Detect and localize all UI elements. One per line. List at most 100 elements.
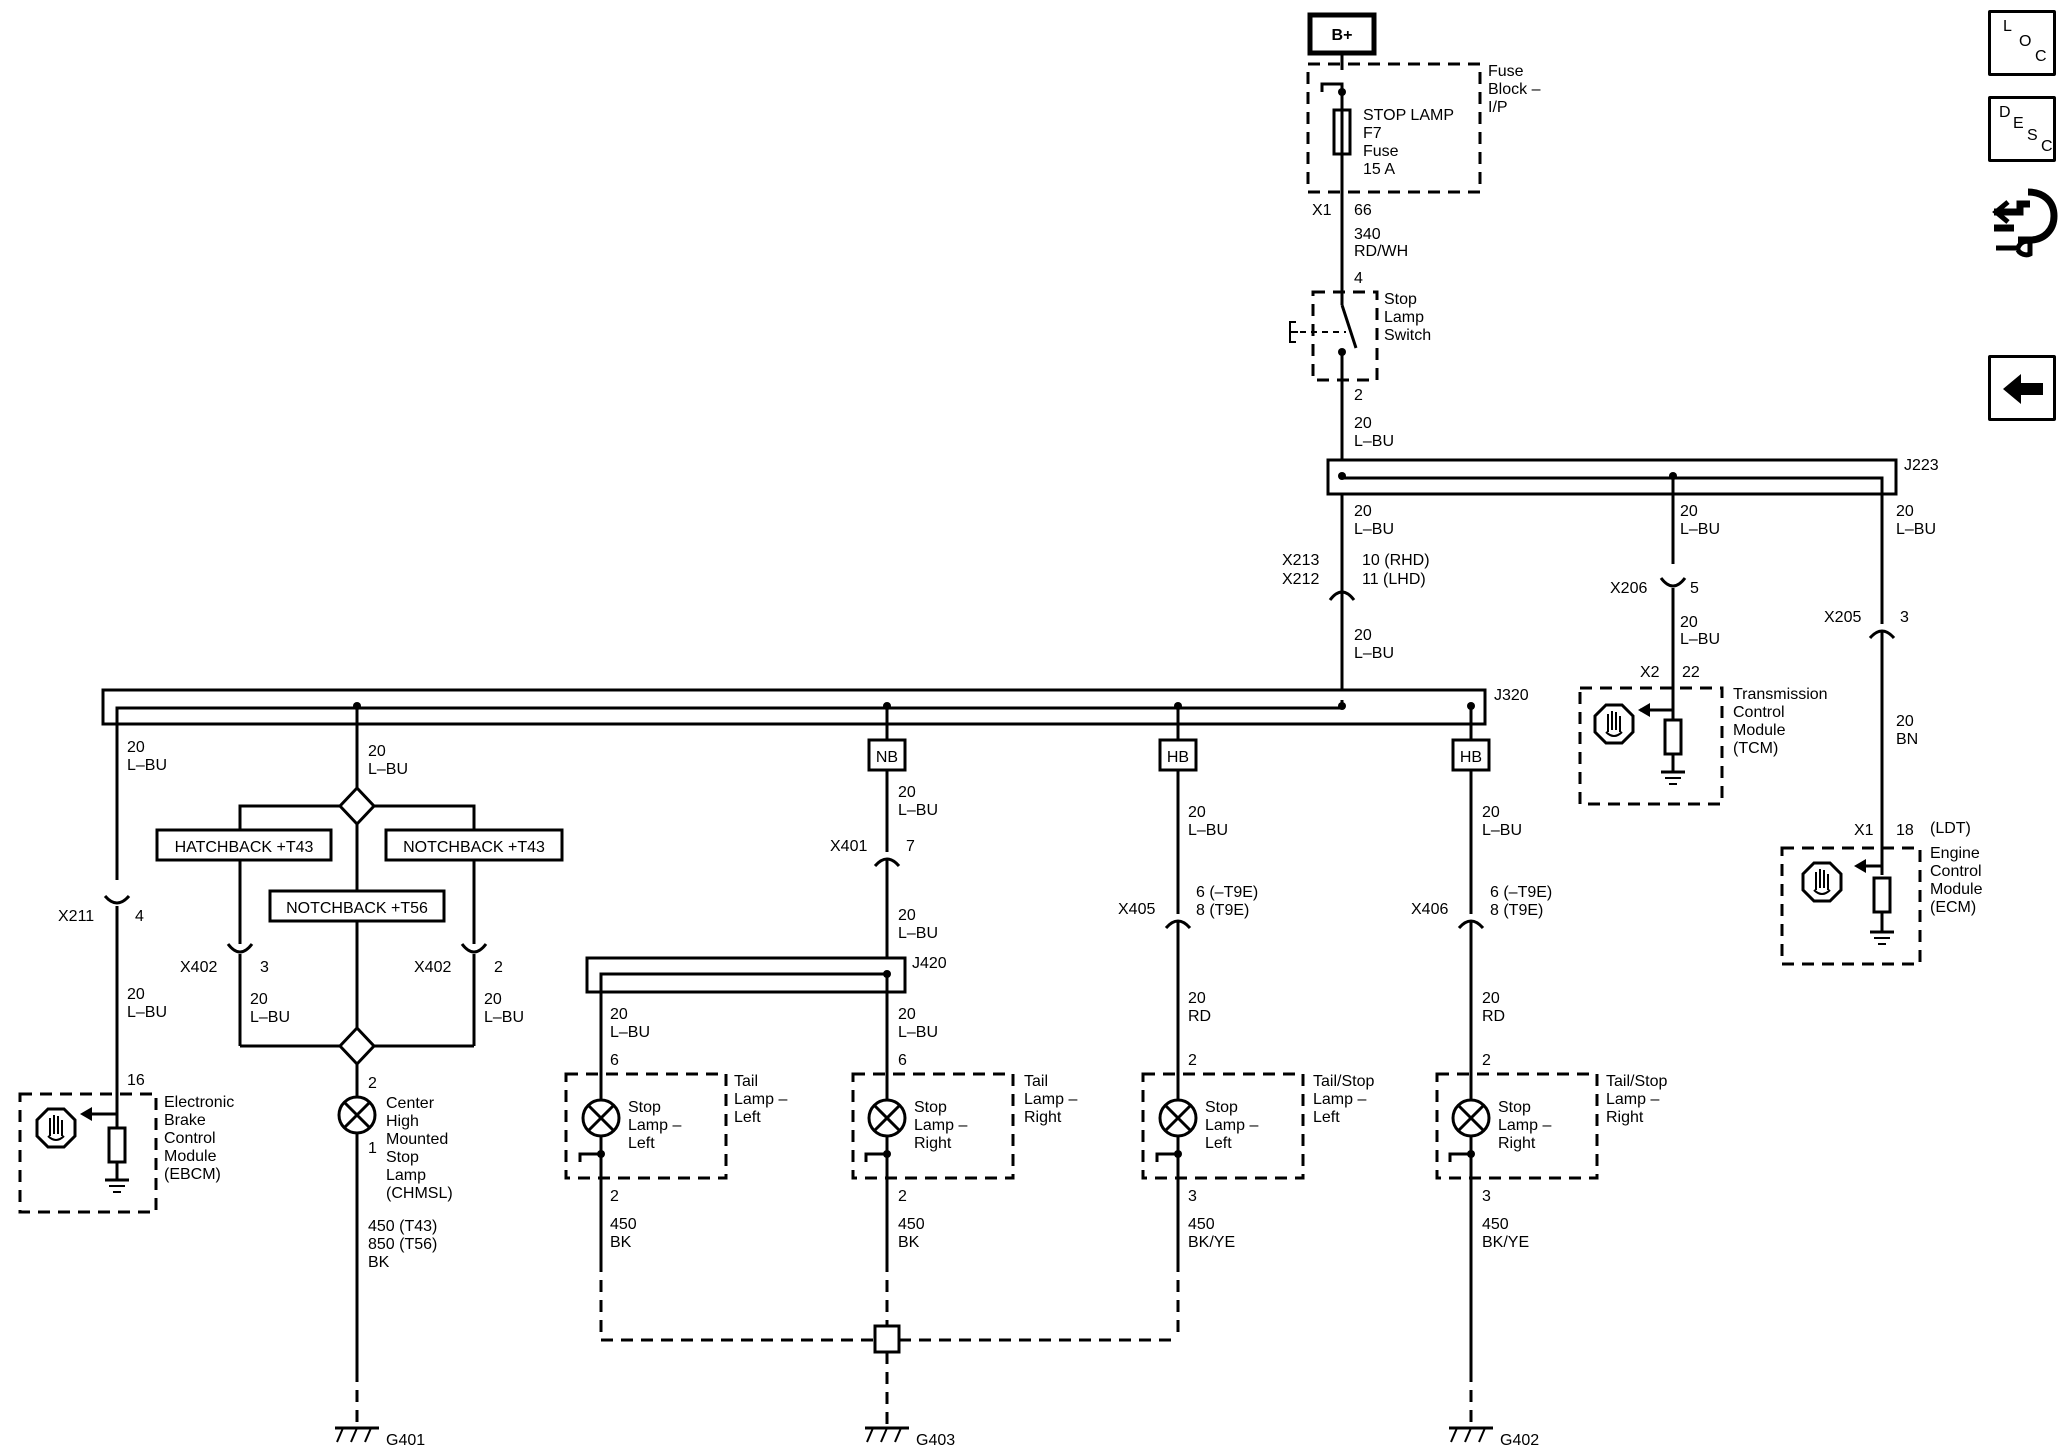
fuse-out-circuit: 340 (1354, 226, 1381, 243)
option-notchback-t56: NOTCHBACK +T56 (268, 889, 446, 923)
ecm-module-hand-icon (1801, 861, 1843, 903)
j320-chmsl-gauge: 20 (368, 743, 386, 760)
diagnostic-tool-button[interactable] (1990, 182, 2060, 258)
location-button[interactable]: L O C (1988, 10, 2056, 76)
tail-stop-right-name-3: Right (1606, 1109, 1644, 1126)
tcm-pin: 22 (1682, 664, 1700, 681)
tail-left-color: L–BU (610, 1024, 650, 1041)
ground-g402-label: G402 (1500, 1432, 1539, 1449)
back-button[interactable] (1988, 355, 2056, 421)
svg-text:NB: NB (876, 749, 898, 766)
switch-name-2: Lamp (1384, 309, 1424, 326)
option-hatchback-t43: HATCHBACK +T43 (155, 828, 333, 862)
x211-ebcm-gauge: 20 (127, 986, 145, 1003)
x206-connector: X206 (1610, 580, 1647, 597)
chmsl-name-4: Stop (386, 1149, 419, 1166)
x406-stop-gauge: 20 (1482, 990, 1500, 1007)
connector-wrench-icon (1992, 188, 2058, 258)
tcm-connector: X2 (1640, 664, 1660, 681)
description-button[interactable]: D E S C (1988, 96, 2056, 162)
ecm-name-1: Engine (1930, 845, 1980, 862)
connector-x205 (1868, 629, 1896, 875)
description-letter-d: D (1999, 104, 2011, 121)
tail-stop-left-name-3: Left (1313, 1109, 1340, 1126)
ground-g401: G401 (335, 1426, 425, 1449)
x405-pin-b: 8 (T9E) (1196, 902, 1249, 919)
x406-stop-color: RD (1482, 1008, 1505, 1025)
j223-x213-color: L–BU (1354, 521, 1394, 538)
splice-j420-label: J420 (912, 955, 947, 972)
tail-right-pin: 6 (898, 1052, 907, 1069)
connector-x213-x212 (1328, 590, 1356, 700)
x205-pin: 3 (1900, 609, 1909, 626)
tail-right-name-3: Right (1024, 1109, 1062, 1126)
svg-text:NOTCHBACK +T56: NOTCHBACK +T56 (286, 900, 428, 917)
tail-lamp-right (851, 1072, 1015, 1180)
tail-right-out-pin: 2 (898, 1188, 907, 1205)
tail-left-gauge: 20 (610, 1006, 628, 1023)
svg-text:NOTCHBACK +T43: NOTCHBACK +T43 (403, 839, 545, 856)
tail-lamp-left (564, 1072, 728, 1180)
x401-j420-gauge: 20 (898, 907, 916, 924)
ebcm-pin: 16 (127, 1072, 145, 1089)
x402-left-connector: X402 (180, 959, 217, 976)
x213-pin-a: 10 (RHD) (1362, 552, 1430, 569)
tail-stop-left-element-1: Stop (1205, 1099, 1238, 1116)
nb-color: L–BU (898, 802, 938, 819)
battery-positive-label: B+ (1332, 27, 1353, 44)
x213-pin-b: 11 (LHD) (1362, 571, 1426, 588)
fuse-out-color: RD/WH (1354, 243, 1408, 260)
ground-g403: G403 (865, 1426, 955, 1449)
tail-left-pin: 6 (610, 1052, 619, 1069)
description-letter-e: E (2013, 115, 2024, 132)
x401-connector: X401 (830, 838, 867, 855)
option-notchback-t43: NOTCHBACK +T43 (384, 828, 564, 862)
x401-pin: 7 (906, 838, 915, 855)
x211-pin: 4 (135, 908, 144, 925)
ground-g403-label: G403 (916, 1432, 955, 1449)
splice-j223-label: J223 (1904, 457, 1939, 474)
chmsl-in-pin: 2 (368, 1075, 377, 1092)
ebcm-name-3: Control (164, 1130, 216, 1147)
option-hb-left: HB (1158, 738, 1198, 772)
fuse-label-3: Fuse (1363, 143, 1399, 160)
location-letter-c: C (2035, 48, 2047, 65)
tail-left-element-1: Stop (628, 1099, 661, 1116)
ecm-connector: X1 (1854, 822, 1874, 839)
ebcm-name-2: Brake (164, 1112, 206, 1129)
j320-x211-gauge: 20 (127, 739, 145, 756)
chmsl-name-3: Mounted (386, 1131, 448, 1148)
tail-left-out-circuit: 450 (610, 1216, 637, 1233)
fuse-label-2: F7 (1363, 125, 1382, 142)
tail-stop-right-element-3: Right (1498, 1135, 1536, 1152)
tcm-name-3: Module (1733, 722, 1786, 739)
tail-stop-right-element-1: Stop (1498, 1099, 1531, 1116)
tail-right-gauge: 20 (898, 1006, 916, 1023)
tail-left-out-color: BK (610, 1234, 632, 1251)
tail-right-color: L–BU (898, 1024, 938, 1041)
chmsl-out-pin: 1 (368, 1140, 377, 1157)
stop-right-out-circuit: 450 (1482, 1216, 1509, 1233)
option-split-top (337, 785, 377, 827)
x211-connector: X211 (58, 908, 94, 925)
x405-stop-pin: 2 (1188, 1052, 1197, 1069)
nb-gauge: 20 (898, 784, 916, 801)
j223-x213-gauge: 20 (1354, 503, 1372, 520)
j223-x206-color: L–BU (1680, 521, 1720, 538)
hb-left-gauge: 20 (1188, 804, 1206, 821)
fuse-out-connector: X1 (1312, 202, 1332, 219)
tail-right-name-1: Tail (1024, 1073, 1048, 1090)
stop-left-out-pin: 3 (1188, 1188, 1197, 1205)
switch-out-color: L–BU (1354, 433, 1394, 450)
x402-right-connector: X402 (414, 959, 451, 976)
x405-connector: X405 (1118, 901, 1155, 918)
stop-right-out-color: BK/YE (1482, 1234, 1529, 1251)
tail-left-name-1: Tail (734, 1073, 758, 1090)
x402-left-color: L–BU (250, 1009, 290, 1026)
description-letter-c: C (2041, 138, 2053, 155)
x205-connector: X205 (1824, 609, 1861, 626)
engine-control-module (1780, 846, 1922, 966)
x206-pin: 5 (1690, 580, 1699, 597)
x402-right-color: L–BU (484, 1009, 524, 1026)
hb-right-gauge: 20 (1482, 804, 1500, 821)
